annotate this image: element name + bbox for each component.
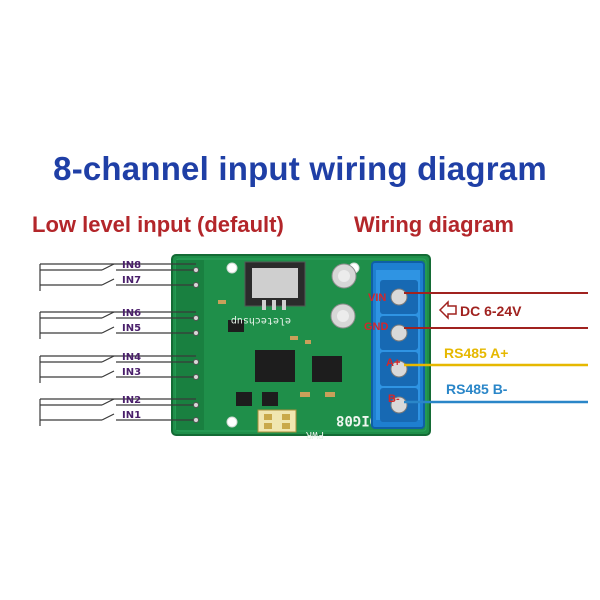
input-label: IN4 [122,352,141,363]
input-pin [193,402,199,408]
terminal-label-vin: VIN [368,292,386,304]
input-label: IN5 [122,323,141,334]
switch-symbol [101,278,115,286]
input-label: IN2 [122,395,141,406]
input-label: IN1 [122,410,141,421]
switch-symbol [101,355,115,363]
switch-symbol [101,370,115,378]
input-pin [193,374,199,380]
input-pin [193,267,199,273]
dc-power-wires [404,292,588,329]
subtitle-wiring-diagram: Wiring diagram [354,212,514,237]
switch-symbol [101,263,115,271]
input-label: IN7 [122,275,141,286]
input-label: IN6 [122,308,141,319]
dc-voltage-label: DC 6-24V [460,303,522,319]
rs485-b-label: RS485 B- [446,381,508,397]
switch-symbol [101,326,115,334]
terminal-label-b-minus: B- [388,393,400,405]
switch-symbol [101,413,115,421]
rs485-a-label: RS485 A+ [444,345,508,361]
terminal-label-gnd: GND [364,321,389,333]
silk-pwr: PWR [305,429,324,440]
input-pin [193,417,199,423]
terminal-label-a-plus: A+ [386,357,400,369]
input-pin [193,282,199,288]
diagram-title: 8-channel input wiring diagram [53,150,547,187]
pcb-board [171,254,431,436]
dc-arrow-icon [438,300,457,320]
input-pin [193,359,199,365]
subtitle-low-level-input: Low level input (default) [32,212,284,237]
switch-symbol [101,398,115,406]
input-label: IN3 [122,367,141,378]
input-pin [193,330,199,336]
silk-maker: eletechsup [231,315,291,326]
input-pin [193,315,199,321]
switch-symbol [101,311,115,319]
input-label: IN8 [122,260,141,271]
terminal-block [371,261,425,429]
